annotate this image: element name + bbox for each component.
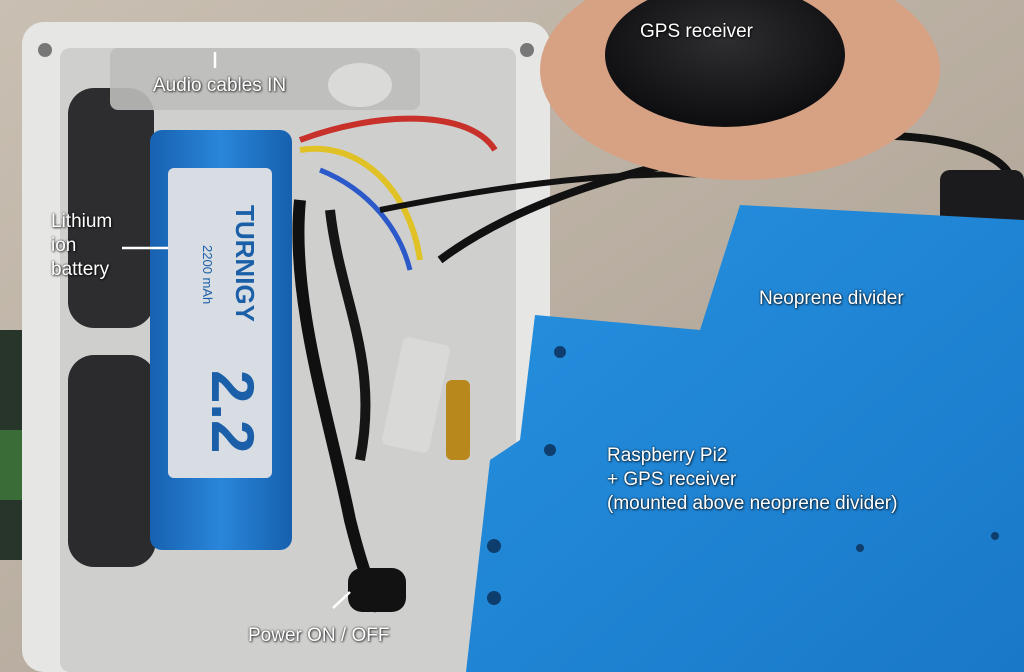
audio-plug (328, 63, 392, 107)
cable-yellow (299, 145, 423, 261)
black-cable-long-2 (379, 171, 721, 213)
divider-hole (544, 444, 556, 456)
yellow-connector (446, 380, 470, 460)
label-audio-cables: Audio cables IN (153, 75, 287, 96)
label-battery-line-2: ion (51, 235, 77, 256)
label-lithium-battery: Lithium ion battery (51, 210, 112, 282)
enclosure-screw (520, 43, 534, 57)
divider-hole (991, 532, 999, 540)
battery-brand-text: TURNIGY (230, 205, 260, 322)
label-power-switch: Power ON / OFF (248, 625, 390, 646)
battery-label-panel (168, 168, 272, 478)
black-cable-coil-2 (325, 209, 371, 461)
divider-hole (554, 346, 566, 358)
battery-big-digits: 2.2 (199, 370, 266, 453)
power-switch (348, 568, 406, 612)
label-rpi-line-2: + GPS receiver (607, 469, 737, 490)
cable-blue (319, 167, 413, 271)
enclosure-screw (38, 43, 52, 57)
checker-strip (0, 430, 22, 500)
switch-board (382, 337, 450, 453)
label-rpi-line-3: (mounted above neoprene divider) (607, 493, 898, 514)
label-gps-receiver: GPS receiver (640, 21, 753, 42)
foam-block-top (68, 88, 154, 328)
label-raspberry-pi: Raspberry Pi2 + GPS receiver (mounted ab… (607, 444, 897, 516)
label-rpi-line-1: Raspberry Pi2 (607, 445, 728, 466)
power-leader-line (332, 591, 351, 609)
divider-hole (856, 544, 864, 552)
neoprene-divider (466, 205, 1024, 672)
divider-hole (487, 591, 501, 605)
divider-hole (487, 539, 501, 553)
cable-red (298, 115, 498, 152)
gps-puck (605, 0, 845, 127)
battery-capacity-text: 2200 mAh (200, 245, 215, 304)
label-battery-line-3: battery (51, 259, 110, 280)
foam-block-bottom (68, 355, 156, 567)
label-neoprene-divider: Neoprene divider (759, 288, 904, 309)
label-battery-line-1: Lithium (51, 211, 113, 232)
